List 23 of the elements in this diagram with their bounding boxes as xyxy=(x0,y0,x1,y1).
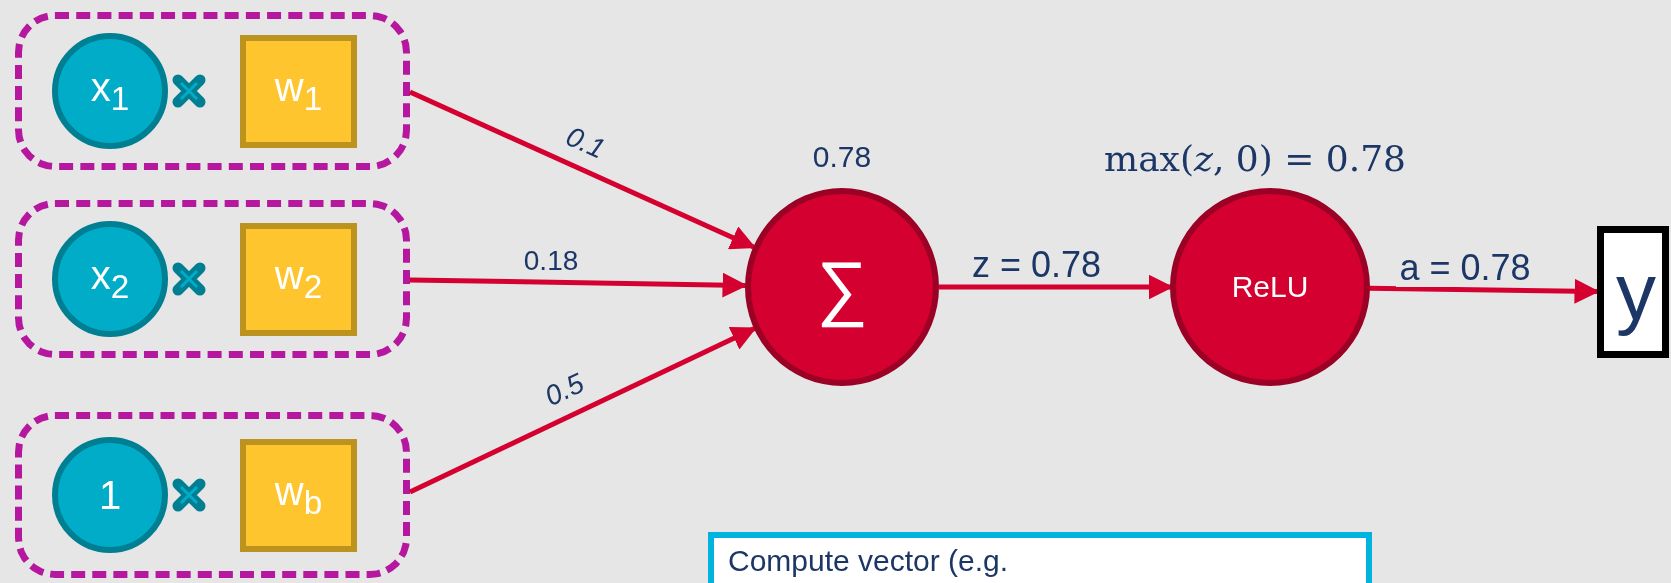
weight-box xyxy=(240,223,357,336)
node-label: ReLU xyxy=(1231,270,1309,304)
node-label: 1 xyxy=(98,472,122,518)
dashed-group-box xyxy=(15,412,410,578)
arrow xyxy=(408,326,757,495)
node-label: w$_{1}$ xyxy=(274,65,323,118)
dashed-group-box xyxy=(15,200,410,358)
weight-box xyxy=(240,439,357,552)
node-label: ∑ xyxy=(816,246,868,328)
note-box xyxy=(708,532,1372,583)
arrow xyxy=(409,272,748,298)
note-text: Compute vector (e.g. xyxy=(728,544,1009,579)
value-label: 0.78 xyxy=(812,140,872,174)
node-label: x$_{1}$ xyxy=(90,64,130,118)
output-box xyxy=(1597,226,1669,358)
node-label: w$_{2}$ xyxy=(274,253,323,306)
arrow xyxy=(408,89,756,250)
formula-text: max(z, 0) = 0.78 xyxy=(1104,138,1406,179)
dashed-group-box xyxy=(15,12,410,170)
weight-box xyxy=(240,35,357,148)
node-label: x$_{2}$ xyxy=(90,252,130,306)
arrow xyxy=(1368,278,1600,304)
node-label: w$_{b}$ xyxy=(274,469,323,522)
